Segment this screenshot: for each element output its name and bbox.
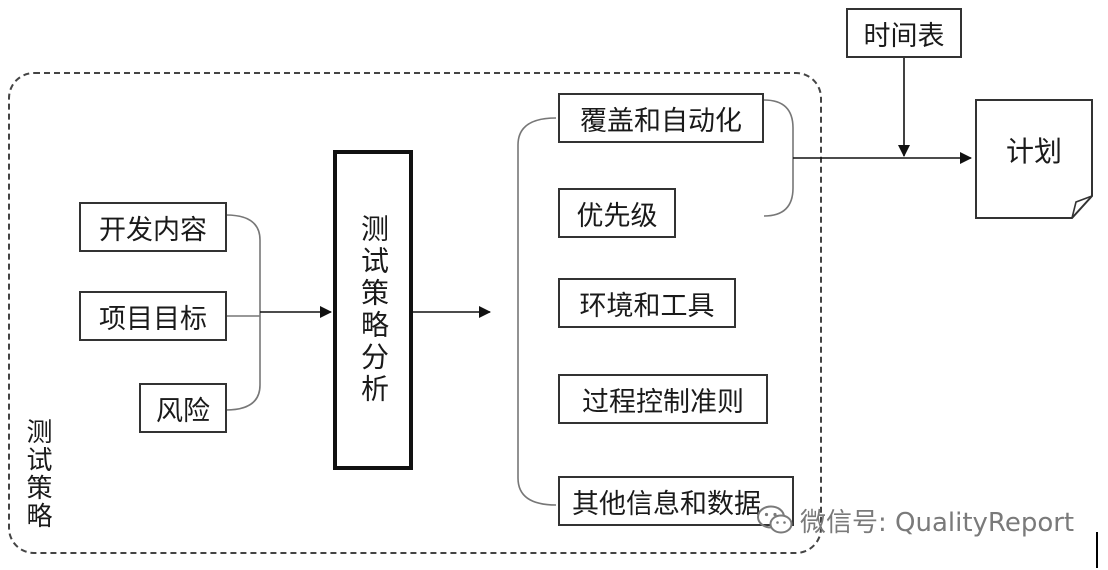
watermark: 微信号: QualityReport bbox=[756, 500, 1074, 540]
strategy-frame bbox=[8, 72, 822, 554]
output-box-process: 过程控制准则 bbox=[558, 374, 768, 424]
watermark-text: 微信号: QualityReport bbox=[800, 507, 1075, 538]
plan-label: 计划 bbox=[1005, 135, 1062, 168]
input-box-risk: 风险 bbox=[139, 383, 227, 433]
output-box-environment: 环境和工具 bbox=[558, 278, 736, 328]
input-box-development: 开发内容 bbox=[79, 202, 227, 252]
plan-document bbox=[975, 99, 1093, 219]
text-cursor bbox=[1096, 532, 1098, 568]
output-bracket bbox=[517, 117, 557, 506]
analysis-box: 测试策略分析 bbox=[333, 150, 413, 470]
plan-bracket bbox=[763, 99, 794, 217]
schedule-box: 时间表 bbox=[846, 8, 962, 58]
frame-label: 测试策略 bbox=[22, 418, 52, 530]
wechat-icon bbox=[757, 505, 793, 534]
output-box-coverage: 覆盖和自动化 bbox=[558, 93, 764, 143]
plan-document-fold bbox=[1071, 195, 1093, 219]
input-bracket bbox=[225, 214, 261, 411]
output-box-other: 其他信息和数据 bbox=[558, 476, 794, 526]
input-box-project-goals: 项目目标 bbox=[79, 291, 227, 341]
output-box-priority: 优先级 bbox=[558, 188, 676, 238]
